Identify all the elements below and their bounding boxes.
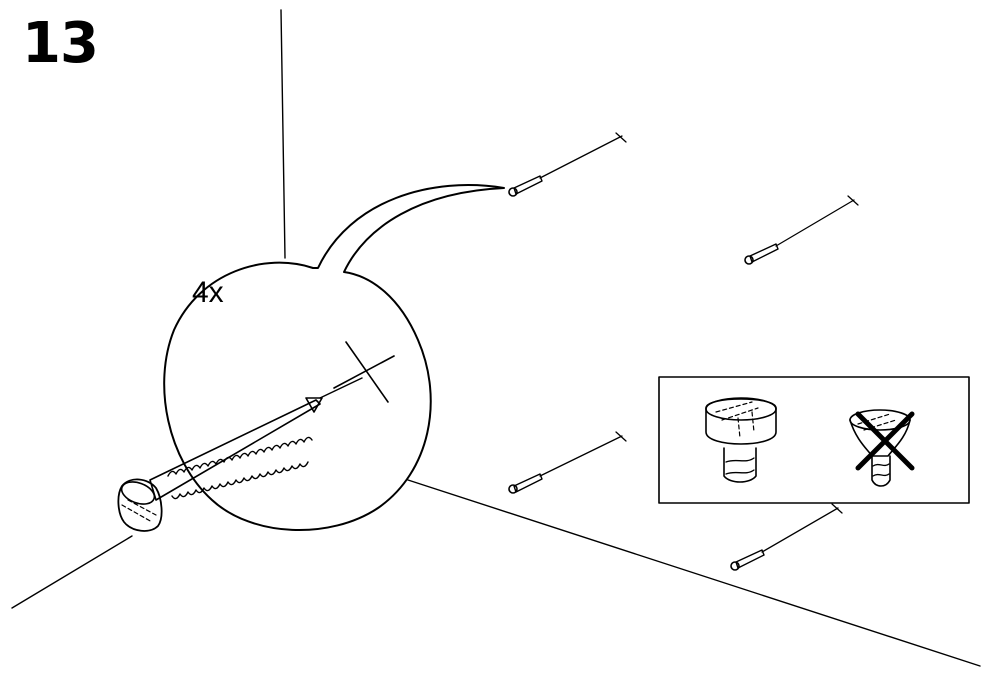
wall-vertical-edge xyxy=(280,9,286,259)
magnified-detail-callout xyxy=(163,184,505,531)
wall-corner-lines xyxy=(11,9,981,667)
small-screw-3 xyxy=(508,431,627,494)
info-box-frame xyxy=(658,376,970,504)
small-screw-2 xyxy=(744,195,859,265)
countersunk-screw-head-wrong-icon xyxy=(849,409,911,487)
wall-floor-edge xyxy=(407,479,981,667)
screw-head xyxy=(117,478,163,532)
cross-out-icon xyxy=(855,411,915,471)
screw-icon xyxy=(117,397,323,532)
flat-screw-head-correct-icon xyxy=(705,397,777,483)
step-number: 13 xyxy=(22,11,99,76)
small-screw-4 xyxy=(730,503,843,571)
screw-type-info-box xyxy=(658,376,970,504)
small-screw-1 xyxy=(508,132,627,197)
wall-left-edge xyxy=(11,535,133,609)
quantity-label: 4x xyxy=(192,276,224,309)
drill-point-mark xyxy=(319,341,395,403)
callout-outline xyxy=(163,184,505,531)
